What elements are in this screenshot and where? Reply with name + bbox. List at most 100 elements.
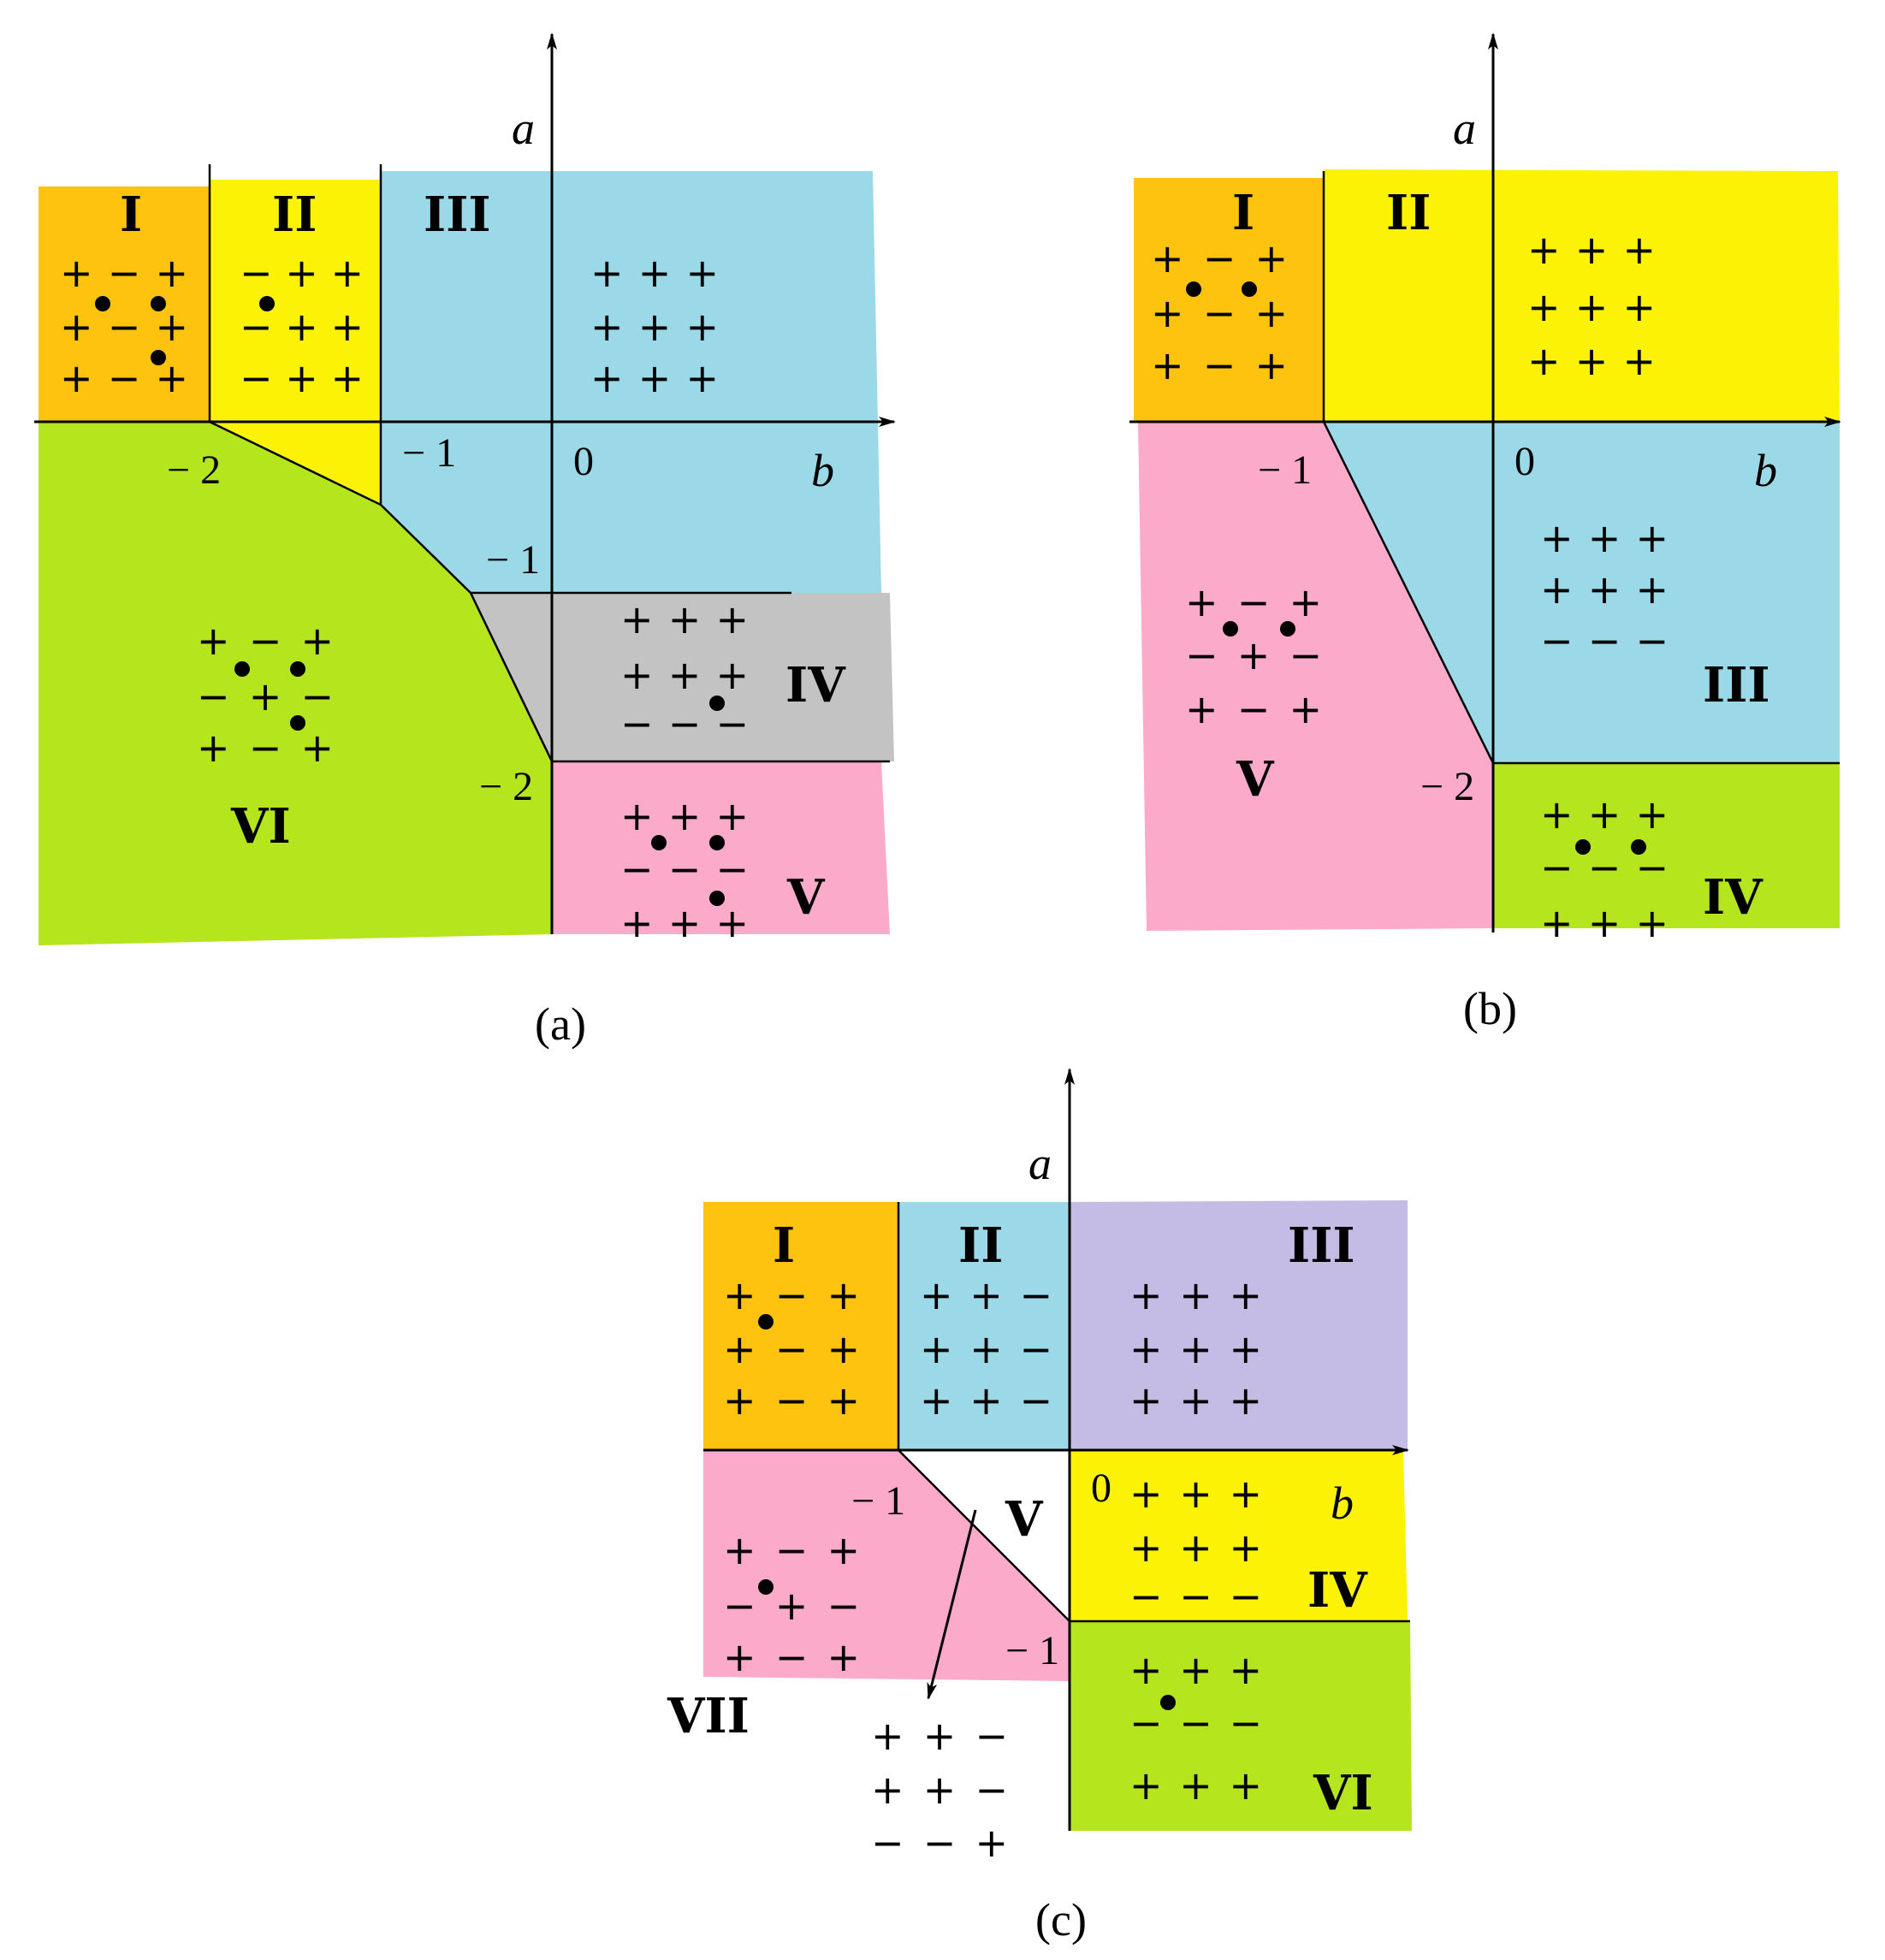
- panel-b-region-III-signs: + + + + + + − − −: [1540, 515, 1669, 664]
- panel-c-boundary-diagonal: [898, 1449, 1070, 1622]
- panel-a-region-III-fill: [381, 171, 881, 593]
- sign-row: + + +: [590, 304, 719, 350]
- panel-a-region-I-fill: [39, 187, 210, 422]
- dot: [1575, 839, 1591, 855]
- dot: [290, 715, 305, 731]
- sign-row: + − +: [1151, 342, 1288, 388]
- sign-row: + + +: [1129, 1471, 1262, 1517]
- sign-row: − + +: [240, 304, 364, 350]
- dot: [234, 661, 250, 677]
- panel-b-region-V-signs: + − + − + − + − +: [1185, 579, 1322, 732]
- panel-b-region-II-fill: [1324, 169, 1840, 422]
- panel-c-region-VI-signs: + + + − − − + + +: [1129, 1647, 1262, 1809]
- dot: [1280, 621, 1295, 637]
- panel-a-region-V-label: V: [786, 869, 826, 926]
- sign-row: + − +: [723, 1326, 860, 1372]
- dot: [709, 835, 725, 850]
- panel-c-region-II-signs: + + − + + − + + −: [920, 1272, 1052, 1424]
- panel-a-region-II-label: II: [272, 187, 317, 243]
- sign-row: + − +: [60, 250, 188, 296]
- sign-row: + − +: [197, 618, 334, 664]
- panel-c-region-I-signs: + − + + − + + − +: [723, 1272, 860, 1424]
- panel-a-tick-b-minus-1: − 1: [402, 430, 456, 476]
- panel-c-tick-origin: 0: [1091, 1466, 1111, 1511]
- panel-c-region-IV-fill: [1070, 1450, 1408, 1621]
- dot: [758, 1579, 774, 1595]
- panel-c-region-III-label: III: [1288, 1217, 1355, 1274]
- panel-c-region-III-signs: + + + + + + + + +: [1129, 1272, 1262, 1424]
- panel-b-axis-y-label: a: [1453, 103, 1476, 154]
- dot: [259, 296, 275, 311]
- sign-row: + + +: [1129, 1762, 1262, 1809]
- panel-b-region-I-signs: + − + + − + + − +: [1151, 235, 1288, 388]
- dot: [95, 296, 110, 311]
- sign-row: − − −: [1540, 844, 1669, 891]
- sign-row: + + +: [590, 250, 719, 296]
- panel-b-region-III-fill: [1324, 422, 1840, 763]
- panel-b-region-II-label: II: [1386, 185, 1431, 241]
- dot: [1631, 839, 1646, 855]
- panel-a-tick-origin: 0: [573, 439, 594, 484]
- sign-row: − − +: [871, 1820, 1008, 1866]
- panel-a-region-II-signs: − + + − + + − + +: [240, 250, 364, 401]
- sign-row: + + −: [920, 1326, 1052, 1372]
- sign-row: + + +: [1527, 227, 1656, 273]
- panel-a-axis-x-label: b: [811, 445, 834, 496]
- sign-row: − − −: [620, 846, 749, 892]
- sign-row: + + −: [871, 1713, 1008, 1759]
- panel-a-region-IV-signs: + + + + + + − − −: [620, 596, 749, 747]
- panel-c-tick-b-minus-1: − 1: [851, 1478, 905, 1524]
- panel-c-region-VII-signs: + − + − + − + − +: [723, 1527, 860, 1680]
- sign-row: + + +: [620, 596, 749, 642]
- sign-row: + + +: [1129, 1647, 1262, 1693]
- panel-a-region-VI-signs: + − + − + − + − +: [197, 618, 334, 771]
- panel-a-caption: (a): [535, 998, 586, 1050]
- dot: [1242, 281, 1257, 297]
- panel-c-region-II-fill: [898, 1202, 1070, 1450]
- panel-c-axis-y-label: a: [1028, 1138, 1052, 1189]
- panel-b-tick-b-minus-1: − 1: [1258, 447, 1312, 493]
- panel-b-region-IV-label: IV: [1703, 869, 1763, 926]
- sign-row: + − +: [723, 1377, 860, 1424]
- dot: [151, 350, 166, 365]
- panel-c-axis-x-label: b: [1331, 1477, 1354, 1529]
- dot: [1160, 1695, 1176, 1710]
- dot: [1223, 621, 1238, 637]
- sign-row: − + −: [197, 673, 334, 719]
- dot: [709, 696, 725, 711]
- sign-row: − − −: [1129, 1700, 1262, 1746]
- panel-b-tick-a-minus-2: − 2: [1420, 764, 1474, 809]
- dot: [1186, 281, 1201, 297]
- panel-b-region-IV-signs: + + + − − − + + +: [1540, 791, 1669, 946]
- panel-c-caption: (c): [1035, 1894, 1087, 1945]
- sign-row: + + +: [1540, 900, 1669, 946]
- panel-c-region-IV-signs: + + + + + + − − −: [1129, 1471, 1262, 1620]
- panel-c-region-V-label: V: [1005, 1491, 1044, 1548]
- sign-row: − − −: [1540, 618, 1669, 664]
- panel-c-region-V-signs: + + − + + − − − +: [871, 1713, 1008, 1866]
- panel-b-region-III-label: III: [1703, 657, 1770, 714]
- panel-c-region-III-fill: [1070, 1200, 1408, 1450]
- sign-row: + − +: [723, 1272, 860, 1318]
- panel-a-region-IV-fill: [471, 593, 894, 761]
- panel-a-region-V-signs: + + + − − − + + +: [620, 793, 749, 946]
- sign-row: + + +: [590, 355, 719, 401]
- panel-a-region-VI-fill: [39, 422, 552, 945]
- sign-row: + + +: [620, 652, 749, 698]
- sign-row: + + +: [1527, 338, 1656, 384]
- panel-a-region-IV-label: IV: [785, 657, 846, 714]
- panel-b: a b 0 − 1 − 2 I II III IV V + − + + − + …: [1129, 33, 1841, 1034]
- panel-b-region-I-fill: [1134, 178, 1324, 422]
- sign-row: + + +: [1540, 515, 1669, 561]
- sign-row: + + +: [1527, 284, 1656, 330]
- sign-row: + + +: [620, 900, 749, 946]
- panel-a-region-VI-label: VI: [230, 798, 291, 855]
- panel-a-boundary-curve: [209, 420, 554, 762]
- sign-row: + + −: [871, 1767, 1008, 1813]
- dot: [709, 891, 725, 906]
- panel-b-region-V-label: V: [1236, 751, 1275, 808]
- sign-row: + − +: [723, 1527, 860, 1573]
- sign-row: + + +: [1540, 791, 1669, 838]
- panel-a-region-I-label: I: [120, 187, 142, 243]
- panel-b-region-I-label: I: [1232, 185, 1254, 241]
